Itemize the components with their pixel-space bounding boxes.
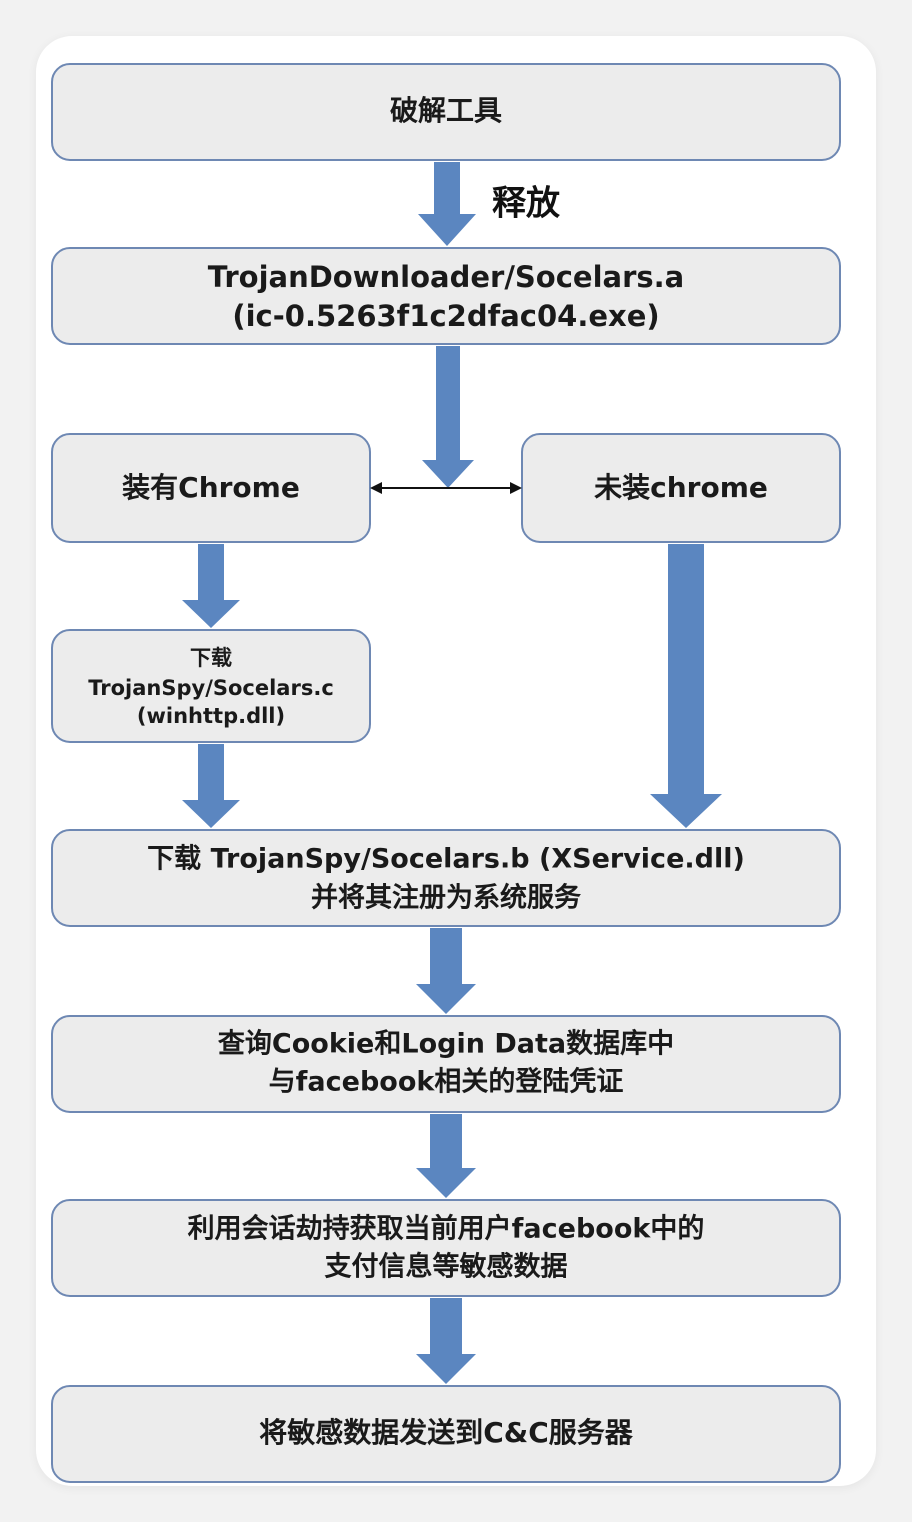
label-hijack-line1: 利用会话劫持获取当前用户facebook中的	[188, 1213, 705, 1245]
label-crack-tool: 破解工具	[390, 94, 502, 127]
node-no-chrome	[521, 433, 841, 543]
label-download-c-line2: TrojanSpy/Socelars.c	[88, 676, 334, 700]
arrow-hijack-to-send	[416, 1298, 476, 1384]
node-crack-tool	[51, 63, 841, 161]
label-download-c-line3: (winhttp.dll)	[137, 704, 285, 728]
node-download-c	[51, 629, 371, 743]
arrow-download-c-to-download-b	[182, 744, 240, 828]
arrow-crack-to-downloader	[418, 162, 476, 246]
label-send: 将敏感数据发送到C&C服务器	[259, 1416, 634, 1449]
node-download-b	[51, 829, 841, 927]
arrow-has-chrome-to-download-c	[182, 544, 240, 628]
edge-label-release: 释放	[492, 184, 560, 224]
label-query-line1: 查询Cookie和Login Data数据库中	[218, 1029, 674, 1060]
label-has-chrome: 装有Chrome	[122, 471, 300, 504]
arrow-no-chrome-to-download-b	[650, 544, 722, 828]
node-hijack	[51, 1199, 841, 1297]
label-download-b-line2: 并将其注册为系统服务	[311, 882, 581, 914]
label-downloader-line2: (ic-0.5263f1c2dfac04.exe)	[232, 299, 659, 333]
label-query-line2: 与facebook相关的登陆凭证	[269, 1066, 624, 1098]
label-download-b-line1: 下载 TrojanSpy/Socelars.b (XService.dll)	[147, 844, 745, 875]
label-download-c-line1: 下载	[190, 646, 232, 670]
label-hijack-line2: 支付信息等敏感数据	[325, 1251, 568, 1283]
label-no-chrome: 未装chrome	[594, 471, 768, 504]
arrow-query-to-hijack	[416, 1114, 476, 1198]
node-send	[51, 1385, 841, 1483]
node-downloader	[51, 247, 841, 345]
arrow-downloader-to-split	[422, 346, 474, 488]
arrow-download-b-to-query	[416, 928, 476, 1014]
node-query	[51, 1015, 841, 1113]
label-downloader-line1: TrojanDownloader/Socelars.a	[208, 260, 685, 294]
